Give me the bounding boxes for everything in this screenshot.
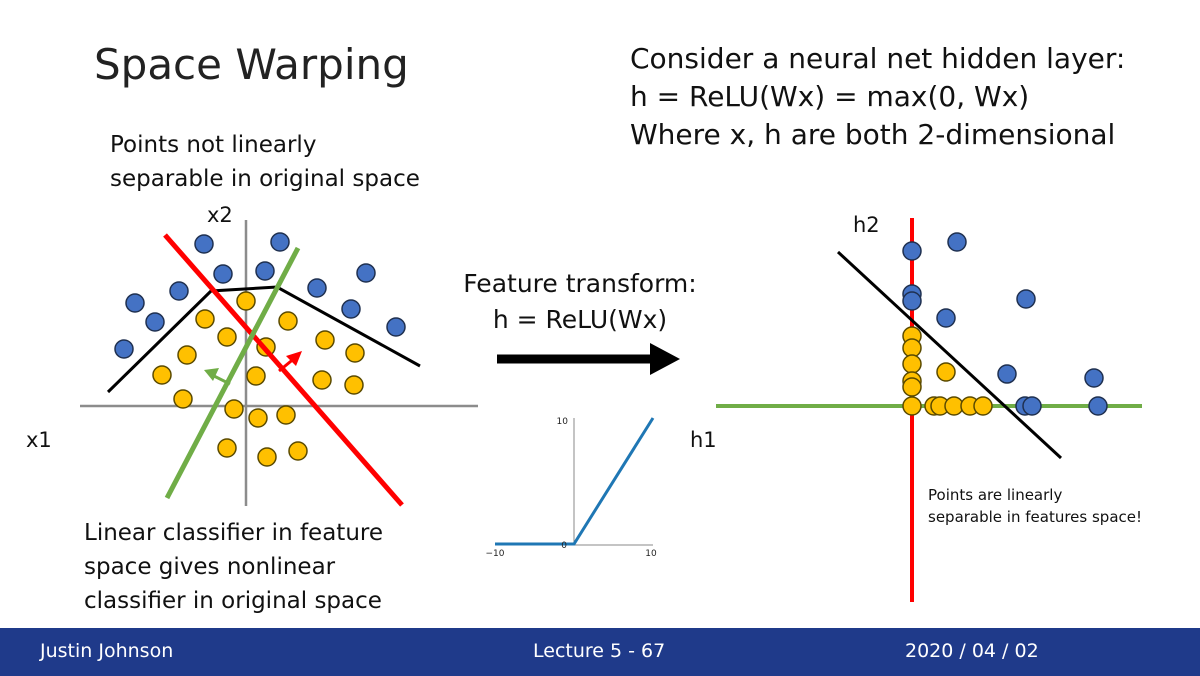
yellow-point xyxy=(276,405,296,425)
yellow-point xyxy=(246,366,266,386)
h2-axis-label: h2 xyxy=(853,213,880,237)
feature-transform-label: Feature transform: h = ReLU(Wx) xyxy=(440,266,720,338)
green-linear-boundary xyxy=(164,246,301,500)
intro-line-2: h = ReLU(Wx) = max(0, Wx) xyxy=(630,80,1030,113)
blue-point xyxy=(169,281,189,301)
feature-space-note: Points are linearly separable in feature… xyxy=(928,484,1142,528)
red-normal-arrow xyxy=(278,351,302,373)
feature-space-plot xyxy=(716,218,1142,602)
classifier-note-line-2: space gives nonlinear xyxy=(84,554,336,580)
footer-author: Justin Johnson xyxy=(40,640,174,662)
blue-point xyxy=(213,264,233,284)
blue-point xyxy=(307,278,327,298)
yellow-point xyxy=(344,375,364,395)
yellow-point xyxy=(278,311,298,331)
yellow-point xyxy=(248,408,268,428)
red-linear-boundary xyxy=(163,233,404,507)
blue-point xyxy=(386,317,406,337)
original-space-plot xyxy=(80,220,478,507)
blue-points-feature xyxy=(902,232,1108,416)
x2-axis-label: x2 xyxy=(207,203,233,227)
footer-date: 2020 / 04 / 02 xyxy=(905,640,1039,662)
transform-arrow xyxy=(497,343,680,375)
blue-point xyxy=(1022,396,1042,416)
yellow-point xyxy=(217,327,237,347)
yellow-point xyxy=(973,396,993,416)
blue-point xyxy=(1088,396,1108,416)
classifier-note: Linear classifier in feature space gives… xyxy=(84,516,383,618)
feature-space-note-line-1: Points are linearly xyxy=(928,486,1063,504)
yellow-point xyxy=(902,354,922,374)
diagram-canvas: 10 −10 0 10 xyxy=(80,218,1142,602)
feature-transform-line-2: h = ReLU(Wx) xyxy=(492,305,668,334)
blue-point xyxy=(356,263,376,283)
original-space-note: Points not linearly separable in origina… xyxy=(110,128,420,196)
blue-point xyxy=(270,232,290,252)
relu-curve xyxy=(495,417,655,546)
yellow-point xyxy=(217,438,237,458)
relu-plot: 10 −10 0 10 xyxy=(486,417,657,559)
yellow-point xyxy=(902,377,922,397)
yellow-point xyxy=(902,396,922,416)
intro-line-1: Consider a neural net hidden layer: xyxy=(630,42,1126,75)
classifier-note-line-3: classifier in original space xyxy=(84,588,382,614)
yellow-point xyxy=(936,362,956,382)
yellow-point xyxy=(288,441,308,461)
blue-point xyxy=(1084,368,1104,388)
intro-text: Consider a neural net hidden layer: h = … xyxy=(630,40,1125,154)
footer-bar: Justin Johnson Lecture 5 - 67 2020 / 04 … xyxy=(0,628,1200,676)
nonlinear-boundary xyxy=(106,285,421,394)
yellow-points-feature xyxy=(902,326,993,416)
classifier-note-line-1: Linear classifier in feature xyxy=(84,520,383,546)
feature-space-boundary xyxy=(836,250,1063,460)
blue-point xyxy=(1016,289,1036,309)
yellow-point xyxy=(345,343,365,363)
intro-line-3: Where x, h are both 2-dimensional xyxy=(630,118,1116,151)
green-normal-arrow xyxy=(204,368,231,386)
blue-point xyxy=(936,308,956,328)
yellow-point xyxy=(257,447,277,467)
relu-x-max-label: 10 xyxy=(645,549,657,559)
yellow-point xyxy=(152,365,172,385)
yellow-point xyxy=(173,389,193,409)
feature-transform-line-1: Feature transform: xyxy=(463,269,697,298)
blue-point xyxy=(255,261,275,281)
yellow-point xyxy=(236,291,256,311)
original-space-note-line-2: separable in original space xyxy=(110,166,420,192)
footer-lecture: Lecture 5 - 67 xyxy=(533,640,666,662)
blue-points-original xyxy=(114,232,406,359)
yellow-points-original xyxy=(152,291,365,467)
yellow-point xyxy=(315,330,335,350)
blue-point xyxy=(125,293,145,313)
blue-point xyxy=(947,232,967,252)
blue-point xyxy=(902,291,922,311)
x1-axis-label: x1 xyxy=(26,428,52,452)
original-space-note-line-1: Points not linearly xyxy=(110,132,317,158)
h1-axis-label: h1 xyxy=(690,428,717,452)
yellow-point xyxy=(195,309,215,329)
blue-point xyxy=(194,234,214,254)
relu-y-max-label: 10 xyxy=(557,417,569,427)
blue-point xyxy=(902,241,922,261)
blue-point xyxy=(341,299,361,319)
relu-origin-label: 0 xyxy=(561,541,567,551)
yellow-point xyxy=(312,370,332,390)
blue-point xyxy=(114,339,134,359)
blue-point xyxy=(997,364,1017,384)
relu-x-min-label: −10 xyxy=(486,549,505,559)
yellow-point xyxy=(177,345,197,365)
slide-title: Space Warping xyxy=(94,40,409,89)
feature-space-note-line-2: separable in features space! xyxy=(928,508,1142,526)
yellow-point xyxy=(224,399,244,419)
blue-point xyxy=(145,312,165,332)
